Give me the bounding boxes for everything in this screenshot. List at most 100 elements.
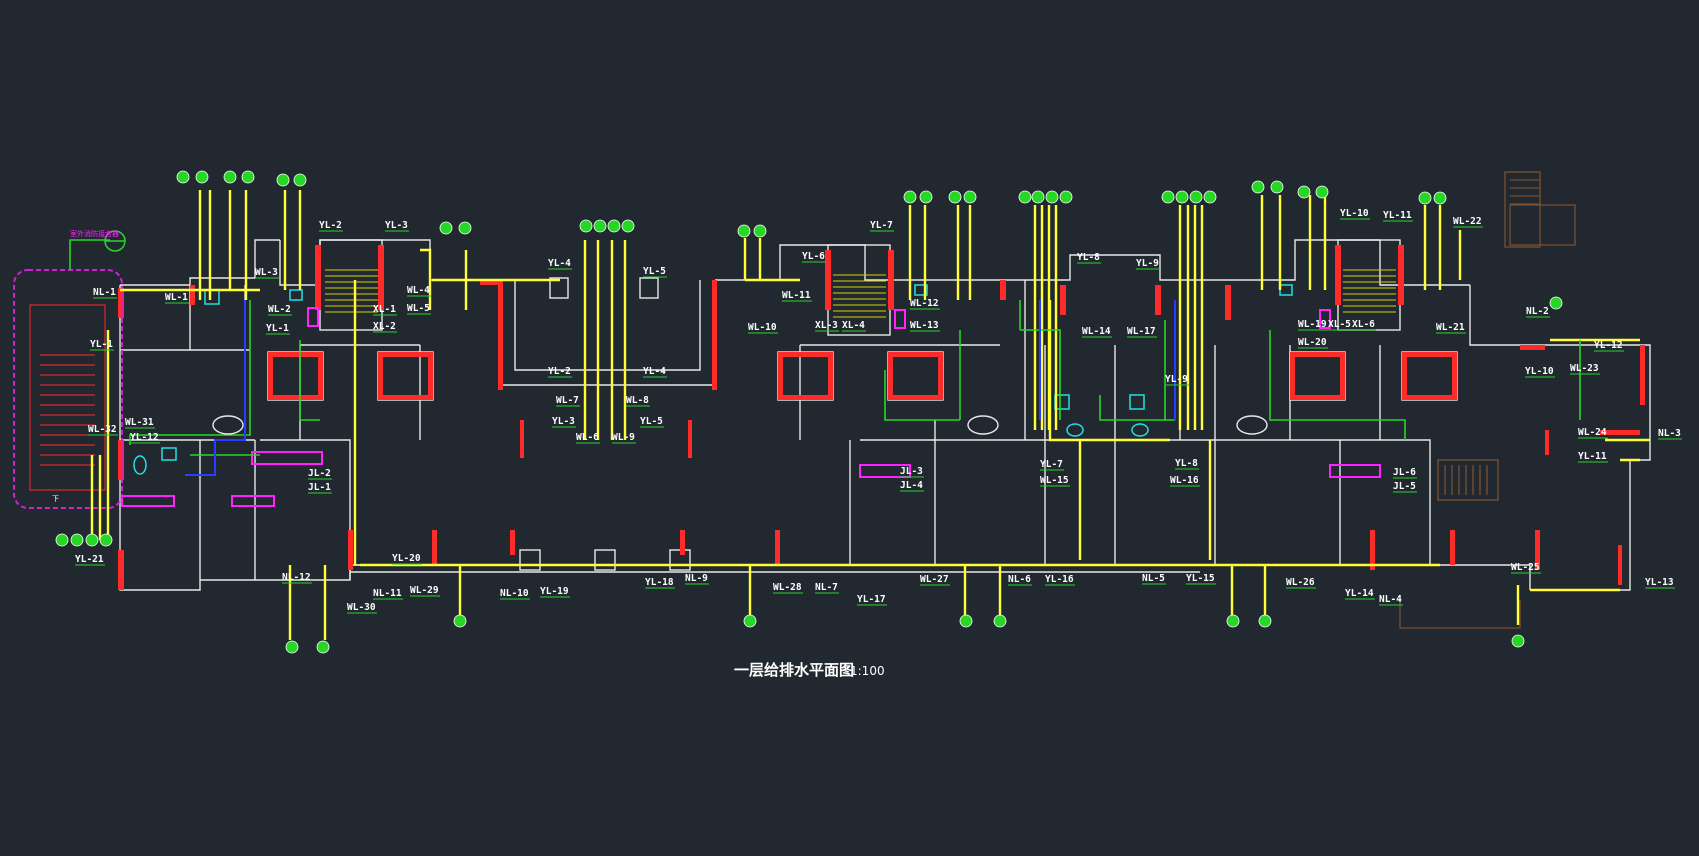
pipe-tag: WL-28 <box>773 582 802 593</box>
pipe-tag: WL-5 <box>407 303 430 314</box>
pipe-tag: YL-9 <box>1136 258 1159 269</box>
pipe-tag: YL-18 <box>645 577 674 588</box>
pipe-tag: YL-20 <box>392 553 421 564</box>
pipe-tag: XL-2 <box>373 321 396 332</box>
pipe-tag: YL-8 <box>1175 458 1198 469</box>
drain-pipes <box>69 239 1581 456</box>
pipe-tag: YL-19 <box>540 586 569 597</box>
pipe-tag: WL-2 <box>268 304 291 315</box>
pipe-tag: WL-26 <box>1286 577 1315 588</box>
pipe-tag: YL-2 <box>548 366 571 377</box>
annotations: 室外消防接合器 下 <box>52 229 119 503</box>
pipe-tag: YL-8 <box>1077 252 1100 263</box>
pipe-tag: JL-5 <box>1393 481 1416 492</box>
pipe-tag: NL-2 <box>1526 306 1549 317</box>
furniture-tables <box>212 415 1268 435</box>
pipe-tag: XL-1 <box>373 304 396 315</box>
structural-walls <box>118 245 1645 590</box>
pipe-tag: YL-10 <box>1340 208 1369 219</box>
pipe-tag: XL-5 <box>1328 319 1351 330</box>
pipe-tag: NL-3 <box>1658 428 1681 439</box>
pipe-tag: YL-10 <box>1525 366 1554 377</box>
pipe-tag: WL-24 <box>1578 427 1607 438</box>
pipe-tag: WL-3 <box>255 267 278 278</box>
pipe-tag: NL-6 <box>1008 574 1031 585</box>
pipe-tag: YL-4 <box>643 366 666 377</box>
pipe-tag: YL-12 <box>130 432 159 443</box>
pipe-tag: YL-2 <box>319 220 342 231</box>
pipe-tag: YL-13 <box>1645 577 1674 588</box>
pipe-tag: YL-4 <box>548 258 571 269</box>
pipe-tag: WL-29 <box>410 585 439 596</box>
drawing-title-group: 一层给排水平面图 1:100 <box>734 661 885 679</box>
pipe-tag: WL-17 <box>1127 326 1156 337</box>
right-stair <box>1399 171 1576 629</box>
pipe-tag: NL-11 <box>373 588 402 599</box>
pipe-tag: XL-3 <box>815 320 838 331</box>
supply-pipes <box>90 190 1650 640</box>
blue-pipes <box>185 300 1176 476</box>
pipe-tag: WL-22 <box>1453 216 1482 227</box>
pipe-tag: YL-1 <box>90 339 113 350</box>
pipe-tag: YL-14 <box>1345 588 1374 599</box>
pipe-tag: NL-9 <box>685 573 708 584</box>
pipe-tag: JL-1 <box>308 482 331 493</box>
pipe-tag: WL-13 <box>910 320 939 331</box>
pipe-tag: WL-12 <box>910 298 939 309</box>
pipe-tag: NL-1 <box>93 287 116 298</box>
pipe-tag: WL-8 <box>626 395 649 406</box>
hydrant-area-outline <box>13 269 123 509</box>
pipe-tag: NL-7 <box>815 582 838 593</box>
hydrant-note: 室外消防接合器 <box>70 229 119 238</box>
pipe-tag: WL-15 <box>1040 475 1069 486</box>
pipe-tag: WL-23 <box>1570 363 1599 374</box>
fixture-marks <box>121 307 1381 507</box>
pipe-tag: YL-11 <box>1578 451 1607 462</box>
pipe-tag: JL-3 <box>900 466 923 477</box>
pipe-tag: YL-1 <box>266 323 289 334</box>
left-stair <box>29 304 106 491</box>
pipe-tag: WL-32 <box>88 424 117 435</box>
pipe-tag: JL-2 <box>308 468 331 479</box>
stair-treads <box>325 269 1396 318</box>
pipe-tag: WL-31 <box>125 417 154 428</box>
pipe-tag: XL-6 <box>1352 319 1375 330</box>
pipe-tag: XL-4 <box>842 320 865 331</box>
pipe-tag: WL-10 <box>748 322 777 333</box>
pipe-tag: NL-4 <box>1379 594 1402 605</box>
pipe-tag: YL-7 <box>1040 459 1063 470</box>
pipe-tag: YL-3 <box>552 416 575 427</box>
pipe-tag: WL-7 <box>556 395 579 406</box>
pipe-tag: WL-21 <box>1436 322 1465 333</box>
pipe-tag: WL-27 <box>920 574 949 585</box>
pipe-tag: YL-6 <box>802 251 825 262</box>
pipe-tag: WL-14 <box>1082 326 1111 337</box>
pipe-tag: WL-6 <box>576 432 599 443</box>
pipe-tag: WL-4 <box>407 285 430 296</box>
pipe-tag: NL-12 <box>282 572 311 583</box>
pipe-tag: YL-3 <box>385 220 408 231</box>
stair-down-label: 下 <box>52 495 59 503</box>
pipe-tag: WL-9 <box>612 432 635 443</box>
pipe-tag: WL-19 <box>1298 319 1327 330</box>
pipe-tag: JL-4 <box>900 480 923 491</box>
pipe-tag: YL-5 <box>640 416 663 427</box>
pipe-tag: WL-11 <box>782 290 811 301</box>
pipe-tag: NL-5 <box>1142 573 1165 584</box>
pipe-tag: YL-11 <box>1383 210 1412 221</box>
pipe-tag: NL-10 <box>500 588 529 599</box>
pipe-tag: WL-16 <box>1170 475 1199 486</box>
drawing-scale: 1:100 <box>850 664 885 678</box>
pipe-tag: YL-15 <box>1186 573 1215 584</box>
pipe-tag: JL-6 <box>1393 467 1416 478</box>
pipe-tag: YL-12 <box>1594 340 1623 351</box>
pipe-tag: WL-20 <box>1298 337 1327 348</box>
pipe-tag: YL-16 <box>1045 574 1074 585</box>
pipe-tag: WL-25 <box>1511 562 1540 573</box>
pipe-tag: YL-5 <box>643 266 666 277</box>
pipe-tag: YL-7 <box>870 220 893 231</box>
pipe-tag: YL-9 <box>1165 374 1188 385</box>
drawing-title: 一层给排水平面图 <box>734 661 854 679</box>
